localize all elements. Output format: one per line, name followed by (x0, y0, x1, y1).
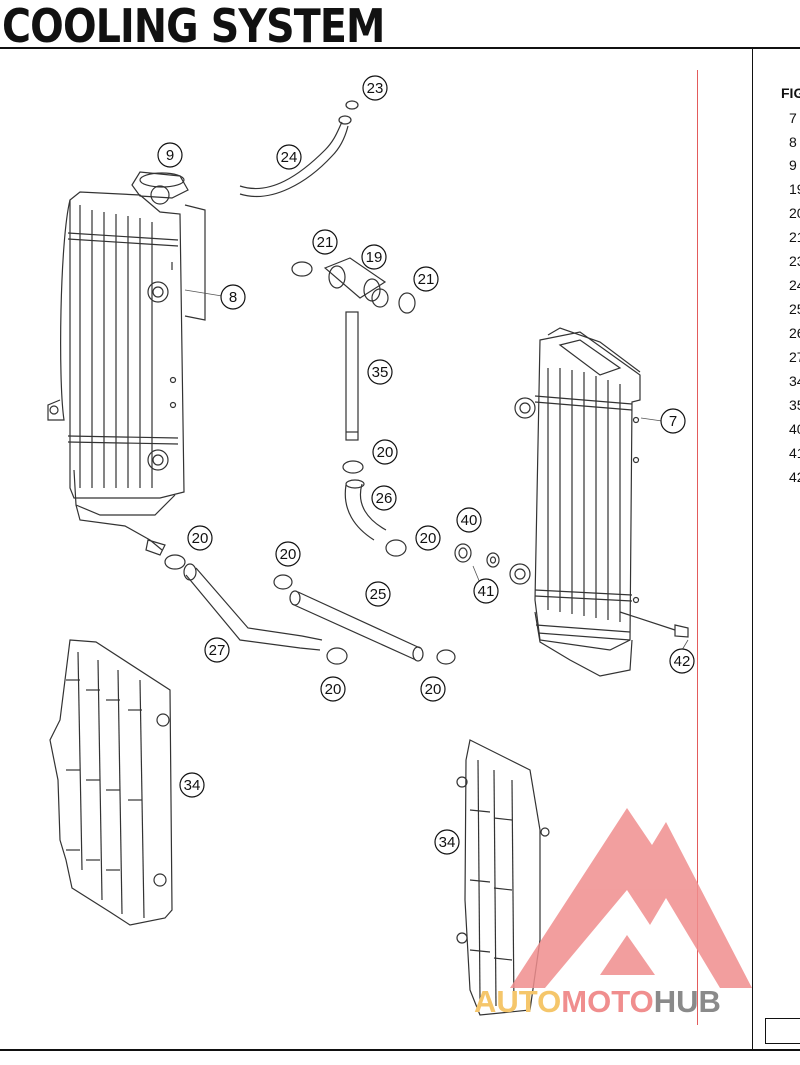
svg-text:27: 27 (209, 642, 226, 659)
fig-row: 21 (789, 229, 800, 245)
fig-row: 19 (789, 181, 800, 197)
svg-text:34: 34 (439, 834, 456, 851)
bottom-rule (0, 1049, 800, 1051)
svg-text:20: 20 (377, 444, 394, 461)
callout-20: 20 (415, 525, 441, 551)
callout-35: 35 (367, 359, 393, 385)
svg-text:20: 20 (280, 546, 297, 563)
svg-text:20: 20 (192, 530, 209, 547)
svg-text:42: 42 (674, 653, 691, 670)
svg-text:23: 23 (367, 80, 384, 97)
callout-20: 20 (420, 676, 446, 702)
right-radiator-shroud (456, 739, 550, 1016)
tee-fitting-assembly (291, 257, 416, 441)
fig-row: 27 (789, 349, 800, 365)
callout-40: 40 (456, 507, 482, 533)
fig-row: 9 (789, 157, 797, 173)
fig-row: 8 (789, 134, 797, 150)
bent-hose (164, 554, 348, 665)
svg-text:21: 21 (317, 234, 334, 251)
callout-19: 19 (361, 244, 387, 270)
callout-9: 9 (157, 142, 183, 168)
fig-row: 41 (789, 445, 800, 461)
fig-row: 26 (789, 325, 800, 341)
page-title: COOLING SYSTEM (2, 0, 385, 53)
watermark-text: AUTOMOTOHUB (474, 984, 721, 1020)
svg-text:20: 20 (420, 530, 437, 547)
fig-row: 40 (789, 421, 800, 437)
fig-row: 24 (789, 277, 800, 293)
svg-text:20: 20 (325, 681, 342, 698)
fig-row: 7 (789, 110, 797, 126)
cooling-system-diagram: 23 24 9 8 21 19 21 35 20 26 20 40 41 7 2… (47, 75, 752, 1016)
fig-row: 20 (789, 205, 800, 221)
svg-text:8: 8 (229, 289, 237, 306)
callout-34: 34 (179, 772, 205, 798)
fig-row: 35 (789, 397, 800, 413)
fig-row: 25 (789, 301, 800, 317)
sidebar-box (765, 1018, 800, 1044)
watermark-part-auto: AUTO (474, 984, 562, 1019)
callout-20: 20 (187, 525, 213, 551)
left-radiator-shroud (49, 639, 173, 926)
fig-row: 23 (789, 253, 800, 269)
callout-25: 25 (365, 581, 391, 607)
watermark-logo-icon (510, 808, 752, 988)
callout-21: 21 (312, 229, 338, 255)
mounting-hardware (454, 543, 689, 638)
upper-hose-assembly (239, 100, 359, 198)
callout-20: 20 (372, 439, 398, 465)
parts-index-sidebar: FIG 7 8 9 19 20 21 23 24 25 26 27 34 35 … (753, 48, 800, 1048)
svg-text:35: 35 (372, 364, 389, 381)
margin-red-line (697, 70, 698, 1025)
svg-text:25: 25 (370, 586, 387, 603)
svg-text:34: 34 (184, 777, 201, 794)
callout-34: 34 (434, 829, 460, 855)
svg-text:20: 20 (425, 681, 442, 698)
callout-21: 21 (413, 266, 439, 292)
watermark-part-moto: MOTO (561, 984, 654, 1019)
callout-27: 27 (204, 637, 230, 663)
callout-8: 8 (220, 284, 246, 310)
svg-text:9: 9 (166, 147, 174, 164)
callout-23: 23 (362, 75, 388, 101)
callout-41: 41 (473, 578, 499, 604)
callout-24: 24 (276, 144, 302, 170)
svg-text:41: 41 (478, 583, 495, 600)
callout-20: 20 (275, 541, 301, 567)
top-rule (0, 47, 800, 49)
callout-20: 20 (320, 676, 346, 702)
svg-text:21: 21 (418, 271, 435, 288)
svg-text:24: 24 (281, 149, 298, 166)
fig-row: 34 (789, 373, 800, 389)
watermark-part-hub: HUB (653, 984, 721, 1019)
callout-26: 26 (371, 485, 397, 511)
long-hose (273, 574, 456, 665)
svg-text:26: 26 (376, 490, 393, 507)
fig-row: 42 (789, 469, 800, 485)
right-radiator (509, 327, 641, 677)
fig-header: FIG (781, 85, 800, 101)
callout-7: 7 (660, 408, 686, 434)
sidebar-divider (752, 48, 753, 1050)
svg-text:7: 7 (669, 413, 677, 430)
svg-text:19: 19 (366, 249, 383, 266)
lower-short-hose-assembly (342, 460, 407, 557)
svg-text:40: 40 (461, 512, 478, 529)
callout-42: 42 (669, 648, 695, 674)
left-radiator (47, 171, 206, 556)
